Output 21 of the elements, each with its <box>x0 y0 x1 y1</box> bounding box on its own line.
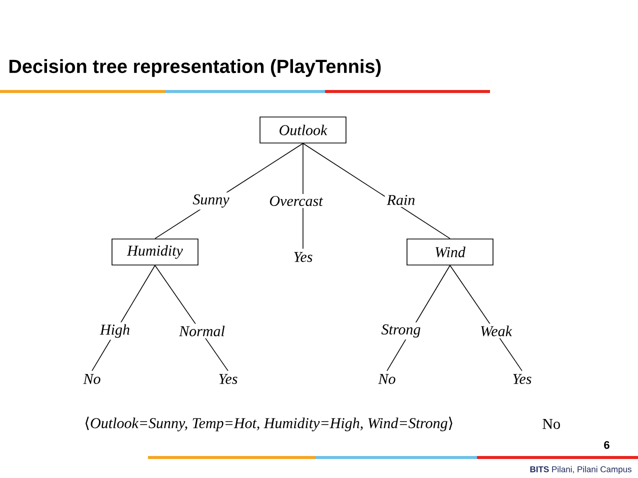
example-tuple: ⟨Outlook=Sunny, Temp=Hot, Humidity=High, Wind=Strong⟩ <box>86 416 452 432</box>
class-label: No <box>542 419 560 429</box>
leaf-label: Yes <box>219 374 238 384</box>
leaf-label: No <box>378 374 396 384</box>
decision-box: Humidity <box>112 238 198 266</box>
leaf-label: Yes <box>294 252 312 262</box>
leaf-label: No <box>83 374 100 384</box>
page-number: 6 <box>604 441 610 449</box>
edge-label: Rain <box>384 192 418 208</box>
edge-label: Sunny <box>190 192 232 210</box>
decision-box: Wind <box>406 238 494 266</box>
footer-text: BITS Pilani, Pilani Campus <box>530 466 632 474</box>
slide-title: Decision tree representation (PlayTennis) <box>9 59 381 77</box>
edge-label: Overcast <box>267 194 325 208</box>
edge-label: Weak <box>478 324 514 338</box>
edge-label: High <box>98 322 132 340</box>
decision-box: Outlook <box>260 116 346 144</box>
edge-label: Normal <box>177 324 227 338</box>
leaf-label: Yes <box>513 374 532 384</box>
branch-line <box>302 143 450 239</box>
edge-label: Strong <box>379 322 423 340</box>
